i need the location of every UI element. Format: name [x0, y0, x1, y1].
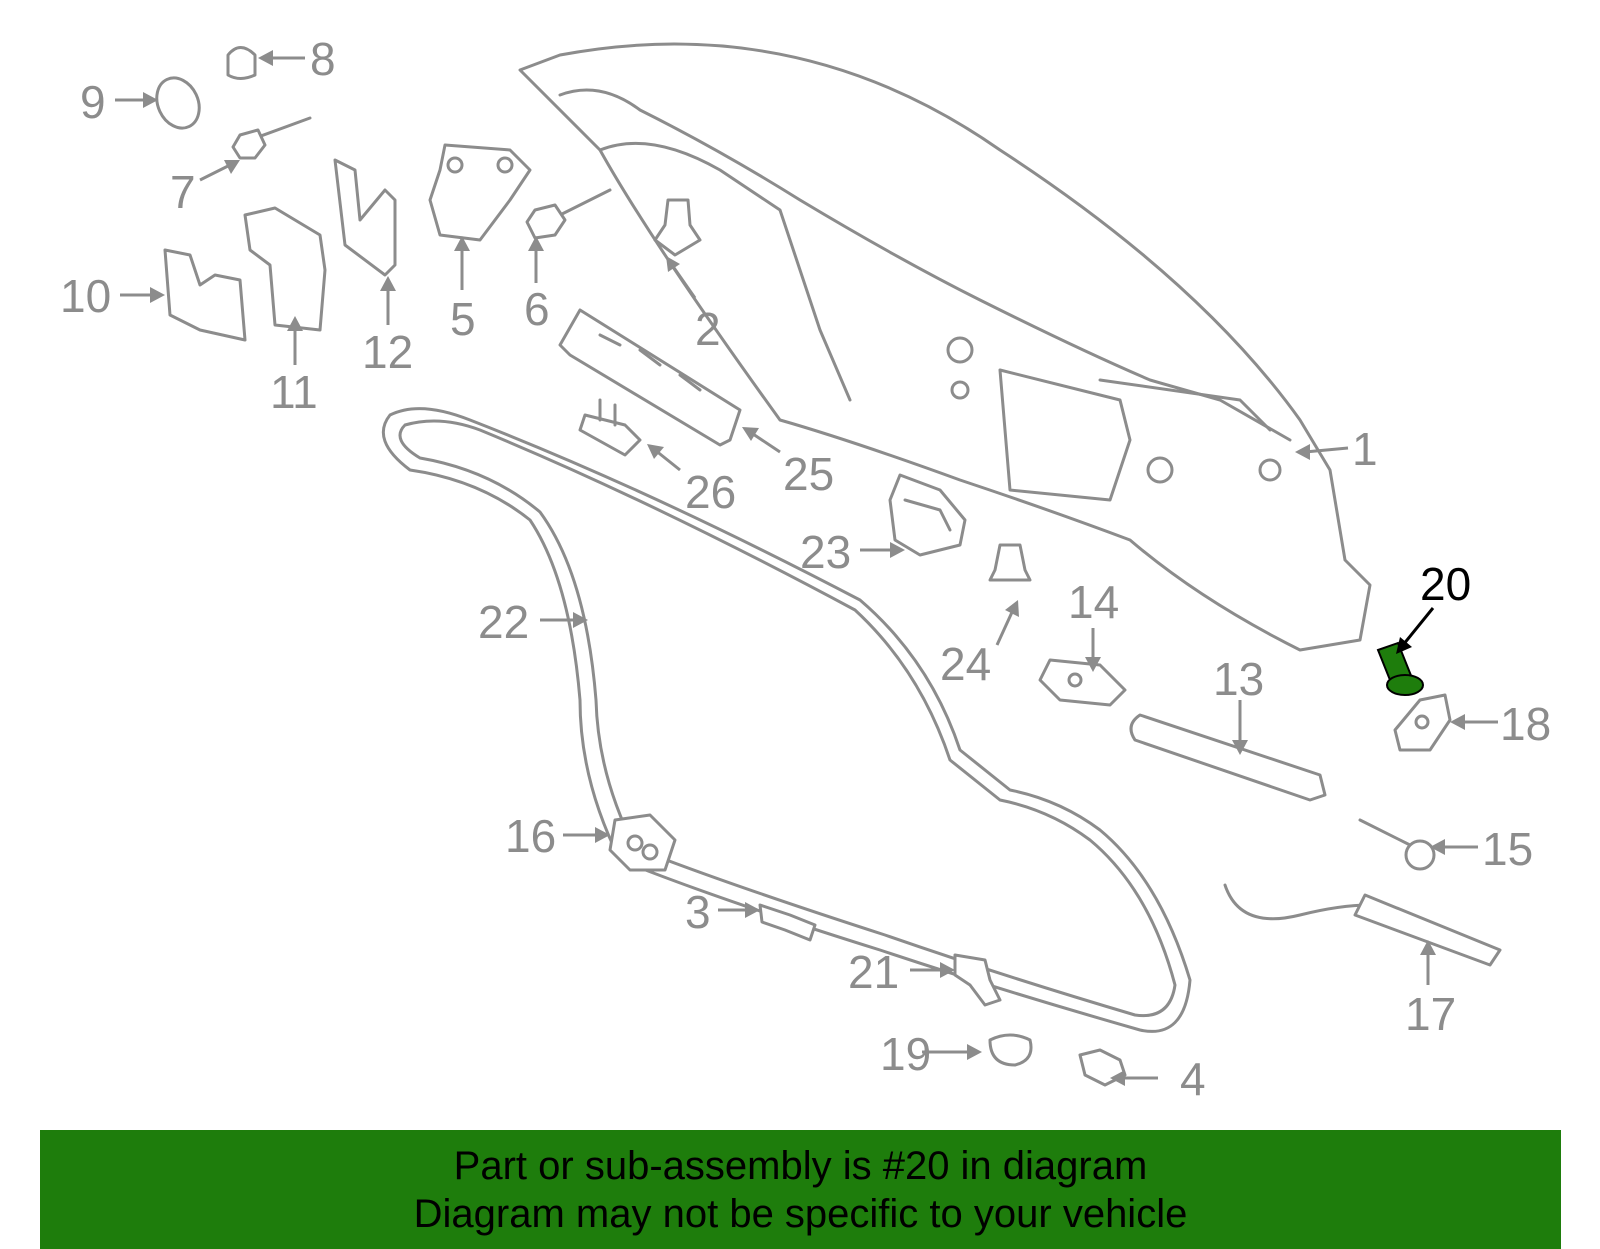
part-14-bracket: [1038, 658, 1127, 707]
banner-line-1: Part or sub-assembly is #20 in diagram: [453, 1144, 1148, 1188]
part-6-bolt: [525, 188, 612, 240]
part-20-bumper: [1376, 641, 1424, 696]
callout-2: 2: [695, 303, 721, 355]
callout-10: 10: [60, 270, 111, 322]
part-5-hinge-bracket: [428, 143, 532, 242]
part-24-pin: [988, 543, 1032, 582]
callout-22: 22: [478, 596, 529, 648]
part-21-clip: [953, 953, 1002, 1007]
callout-9: 9: [80, 76, 106, 128]
part-13-lift-strut: [1129, 713, 1327, 802]
callout-3: 3: [685, 886, 711, 938]
callout-8: 8: [310, 33, 336, 85]
arrow-7: [199, 162, 233, 182]
callout-21: 21: [848, 946, 899, 998]
part-25-bracket: [558, 308, 742, 447]
part-15-ball-stud: [1358, 818, 1436, 871]
callout-26: 26: [685, 466, 736, 518]
banner-line-2: Diagram may not be specific to your vehi…: [413, 1192, 1188, 1236]
arrow-1: [1304, 446, 1349, 454]
part-11-hinge: [243, 206, 327, 332]
callout-labels: 1 2 3 4 5 6 7 8 9 10 11 12 13 14 15 16 1…: [60, 33, 1551, 1105]
part-9-o-ring: [155, 76, 201, 130]
callout-15: 15: [1482, 823, 1533, 875]
part-22-weatherstrip: [381, 407, 1192, 1033]
part-19-plug: [988, 1033, 1033, 1067]
callout-14: 14: [1068, 576, 1119, 628]
arrow-20: [1401, 607, 1435, 646]
part-26-clip: [578, 398, 642, 457]
callout-19: 19: [880, 1028, 931, 1080]
callout-arrows: [115, 50, 1498, 1086]
part-3-clip: [758, 903, 817, 942]
callout-23: 23: [800, 526, 851, 578]
callout-7: 7: [170, 166, 196, 218]
callout-16: 16: [505, 810, 556, 862]
part-10-cover: [163, 248, 247, 342]
arrow-26: [654, 448, 681, 472]
callout-5: 5: [450, 293, 476, 345]
callout-17: 17: [1405, 988, 1456, 1040]
part-2-bumper: [653, 198, 702, 257]
part-17-cable: [1223, 883, 1502, 967]
part-8-nut: [226, 46, 257, 80]
part-7-bolt: [231, 116, 312, 160]
callout-13: 13: [1213, 653, 1264, 705]
arrow-25: [749, 430, 781, 454]
arrow-24: [995, 609, 1015, 646]
part-1-trunk-lid: [518, 42, 1372, 652]
callout-4: 4: [1180, 1053, 1206, 1105]
callout-1: 1: [1352, 423, 1378, 475]
parts-diagram: 1 2 3 4 5 6 7 8 9 10 11 12 13 14 15 16 1…: [60, 33, 1551, 1105]
arrow-2: [670, 264, 697, 299]
callout-24: 24: [940, 638, 991, 690]
part-23-latch: [888, 473, 967, 557]
part-18-pad: [1393, 693, 1452, 752]
part-16-grommet: [608, 813, 677, 872]
callout-20: 20: [1420, 558, 1471, 610]
part-12-hinge-arm: [333, 158, 397, 277]
callout-25: 25: [783, 448, 834, 500]
callout-12: 12: [362, 326, 413, 378]
callout-6: 6: [524, 283, 550, 335]
info-banner: Part or sub-assembly is #20 in diagram D…: [40, 1130, 1561, 1249]
callout-11: 11: [270, 366, 318, 418]
callout-18: 18: [1500, 698, 1551, 750]
